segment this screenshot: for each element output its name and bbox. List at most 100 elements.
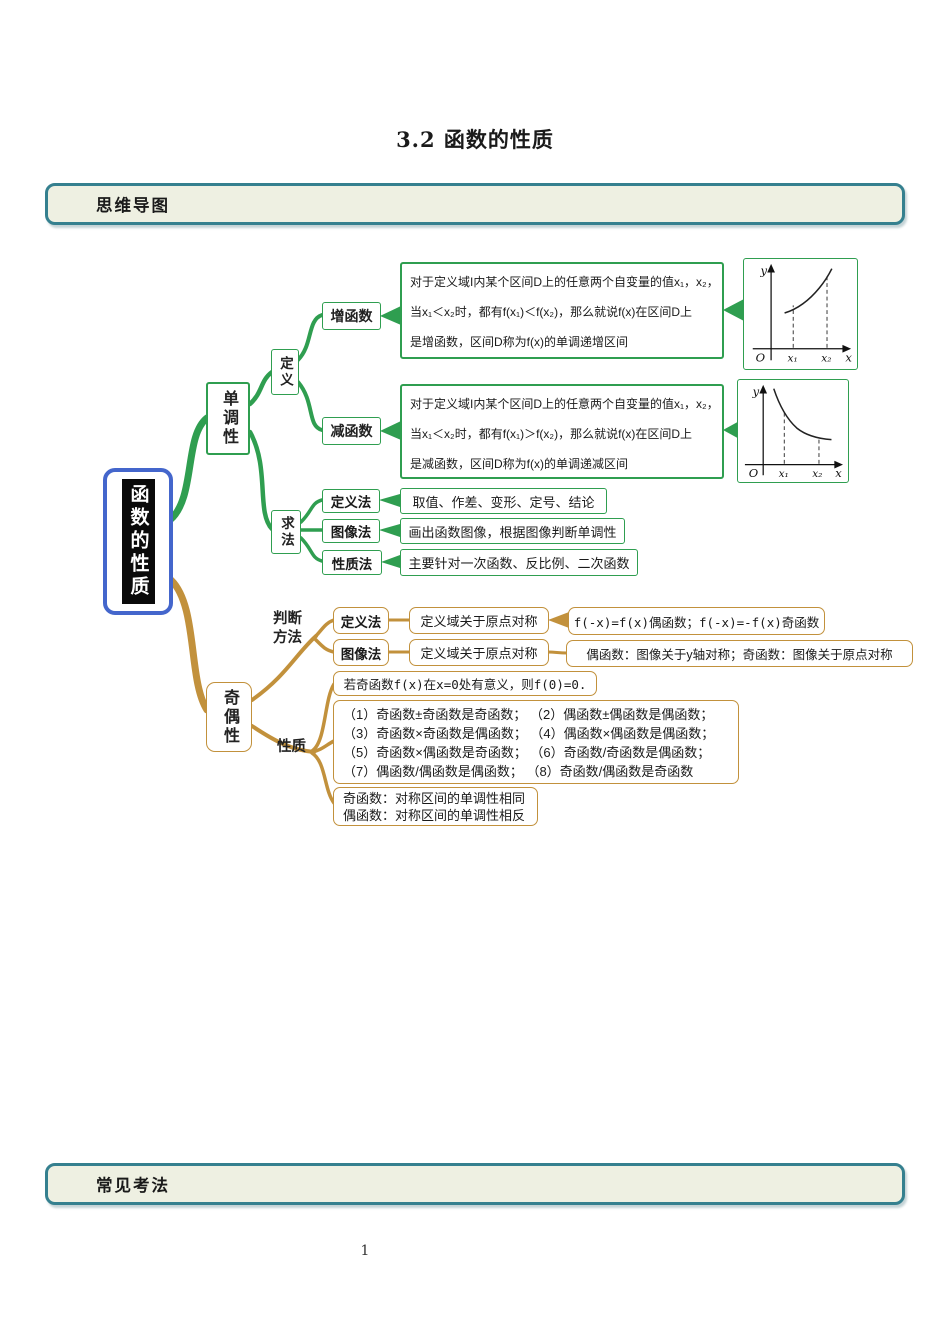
property-method-desc-box: 主要针对一次函数、反比例、二次函数	[400, 549, 638, 576]
origin-label: O	[756, 350, 766, 364]
parity-symmetry-rule: 偶函数：图像关于y轴对称；奇函数：图像关于原点对称	[586, 648, 893, 662]
edge-definition-increasing	[296, 313, 324, 362]
x1-label: x₁	[787, 352, 797, 364]
decreasing-function-graph: y O x₁ x₂ x	[737, 379, 849, 483]
odd-function-zero-box: 若奇函数f(x)在x=0处有意义，则f(0)=0.	[333, 671, 597, 696]
properties-label-text: 性质	[277, 739, 306, 755]
judge-label-line1: 判断	[273, 611, 302, 627]
increasing-definition-box: 对于定义域I内某个区间D上的任意两个自变量的值x₁，x₂， 当x₁＜x₂时，都有…	[400, 262, 724, 359]
decreasing-curve	[773, 388, 832, 441]
page-title: 3.2 函数的性质	[396, 127, 554, 152]
parity-symmetry-rule-box: 偶函数：图像关于y轴对称；奇函数：图像关于原点对称	[566, 640, 913, 667]
decreasing-graph-plot: y O x₁ x₂ x	[744, 384, 843, 480]
edge-root-parity	[167, 576, 211, 714]
parity-monotonicity-box: 奇函数：对称区间的单调性相同 偶函数：对称区间的单调性相反	[333, 787, 538, 826]
edge-methods-def-method	[299, 498, 324, 524]
parity-definition-mid-box: 定义域关于原点对称	[409, 607, 549, 634]
judge-method-label: 判断 方法	[273, 610, 313, 648]
parity-graph-mid: 定义域关于原点对称	[420, 646, 538, 661]
edge-definition-decreasing	[296, 380, 324, 432]
x2-label: x₂	[821, 352, 831, 364]
y-axis-label: y	[759, 263, 767, 277]
judge-label-line2: 方法	[273, 630, 302, 646]
definition-label: 定义	[278, 355, 293, 389]
root-node: 函数的性质	[103, 468, 173, 615]
node-decreasing-function: 减函数	[322, 417, 381, 445]
node-parity-graph-method: 图像法	[333, 639, 389, 666]
arrow-decreasing-desc	[380, 421, 401, 440]
increasing-def-line1: 对于定义域I内某个区间D上的任意两个自变量的值x₁，x₂，	[410, 275, 719, 289]
property-method-label: 性质法	[331, 556, 373, 572]
odd-function-zero-rule: 若奇函数f(x)在x=0处有意义，则f(0)=0.	[343, 677, 587, 692]
decreasing-def-line2: 当x₁＜x₂时，都有f(x₁)＞f(x₂)，那么就说f(x)在区间D上	[410, 427, 693, 441]
node-parity: 奇偶性	[206, 682, 252, 752]
increasing-def-line3: 是增函数，区间D称为f(x)的单调递增区间	[410, 335, 628, 349]
definition-method-label: 定义法	[330, 495, 372, 510]
graph-method-label: 图像法	[330, 525, 372, 540]
arrow-property-method-desc	[381, 555, 400, 568]
node-definition-method: 定义法	[322, 489, 380, 513]
properties-label: 性质	[277, 738, 313, 757]
x-axis-arrow	[842, 344, 852, 353]
x-axis-arrow	[834, 460, 843, 469]
definition-method-desc-box: 取值、作差、变形、定号、结论	[400, 488, 607, 514]
page-number: 1	[360, 1243, 370, 1259]
parity-rule-line1: （1）奇函数±奇函数是奇函数； （2）偶函数±偶函数是偶函数；	[343, 707, 714, 722]
increasing-label: 增函数	[330, 308, 373, 324]
edge-judge-def-method	[312, 618, 336, 640]
x2-label: x₂	[812, 468, 822, 480]
decreasing-definition-box: 对于定义域I内某个区间D上的任意两个自变量的值x₁，x₂， 当x₁＜x₂时，都有f…	[400, 384, 724, 479]
x-axis-label: x	[835, 466, 842, 480]
node-increasing-function: 增函数	[322, 302, 381, 330]
arrow-mid-fx-box	[548, 612, 569, 628]
decreasing-def-line1: 对于定义域I内某个区间D上的任意两个自变量的值x₁，x₂，	[410, 397, 719, 411]
graph-method-desc: 画出函数图像，根据图像判断单调性	[408, 524, 617, 540]
node-monotonicity: 单调性	[206, 382, 250, 455]
x1-label: x₁	[779, 468, 789, 480]
node-property-method: 性质法	[322, 550, 382, 575]
parity-definition-method-label: 定义法	[340, 614, 382, 630]
y-axis-arrow	[767, 263, 775, 273]
y-axis-label: y	[752, 384, 760, 398]
x-axis-label: x	[845, 350, 852, 364]
parity-fx-rule: f(-x)=f(x)偶函数；f(-x)=-f(x)奇函数	[573, 614, 820, 630]
monotonicity-label: 单调性	[220, 390, 237, 447]
parity-definition-mid: 定义域关于原点对称	[420, 614, 538, 629]
parity-fx-rule-box: f(-x)=f(x)偶函数；f(-x)=-f(x)奇函数	[568, 607, 825, 635]
parity-rules-box: （1）奇函数±奇函数是奇函数； （2）偶函数±偶函数是偶函数； （3）奇函数×奇…	[333, 700, 739, 784]
edge-methods-property-method	[299, 536, 324, 563]
property-method-desc: 主要针对一次函数、反比例、二次函数	[408, 556, 630, 571]
edge-judge-graph-method	[312, 636, 336, 654]
mindmap-section-label: 思维导图	[96, 197, 170, 215]
graph-method-desc-box: 画出函数图像，根据图像判断单调性	[400, 518, 625, 544]
parity-graph-mid-box: 定义域关于原点对称	[409, 639, 549, 666]
arrow-increasing-desc	[380, 306, 401, 325]
parity-rule-line2: （3）奇函数×奇函数是偶函数； （4）偶函数×偶函数是偶函数；	[343, 726, 715, 741]
node-graph-method: 图像法	[322, 519, 380, 543]
parity-mono-line2: 偶函数：对称区间的单调性相反	[343, 808, 526, 823]
origin-label: O	[749, 466, 759, 480]
root-label: 函数的性质	[121, 479, 155, 604]
edge-monotonicity-methods	[247, 429, 275, 532]
arrow-def-method-desc	[379, 494, 400, 507]
parity-label: 奇偶性	[221, 688, 238, 746]
increasing-graph-plot: y O x₁ x₂ x	[752, 263, 852, 364]
exam-section-header: 常见考法	[45, 1163, 905, 1205]
edge-monotonicity-definition	[247, 369, 275, 407]
definition-method-desc: 取值、作差、变形、定号、结论	[412, 494, 595, 510]
methods-label: 求法	[279, 515, 294, 549]
increasing-function-graph: y O x₁ x₂ x	[743, 258, 858, 370]
decreasing-label: 减函数	[330, 423, 373, 439]
parity-rule-line3: （5）奇函数×偶函数是奇函数； （6）奇函数/奇函数是偶函数；	[343, 745, 711, 760]
mindmap-section-header: 思维导图	[45, 183, 905, 225]
edge-properties-zero	[310, 682, 336, 753]
node-parity-definition-method: 定义法	[333, 607, 389, 634]
edge-mid-even-desc	[546, 650, 569, 655]
edge-root-monotonicity	[166, 414, 211, 524]
increasing-curve	[784, 268, 833, 314]
decreasing-def-line3: 是减函数，区间D称为f(x)的单调递减区间	[410, 457, 628, 471]
edge-properties-rules	[310, 739, 336, 754]
arrow-desc-inc-graph	[723, 299, 744, 321]
parity-mono-line1: 奇函数：对称区间的单调性相同	[343, 791, 526, 806]
